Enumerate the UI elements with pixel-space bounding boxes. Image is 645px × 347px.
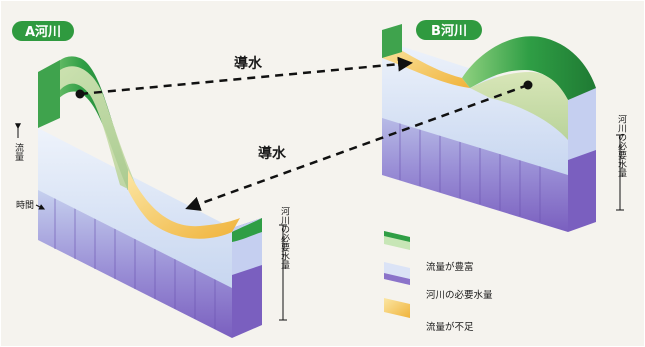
river-b-block (382, 24, 596, 232)
river-a-shortage-curve (128, 170, 240, 239)
river-b-abundant-top (470, 72, 568, 140)
river-b-abundant-curve (462, 36, 596, 100)
axis-time-label: 時間 (16, 200, 34, 211)
river-b-left-green (382, 24, 402, 58)
arrow-b-to-a (185, 83, 529, 211)
axis-flow: 流量 (13, 123, 24, 161)
transfer-arrows (75, 56, 533, 211)
required-a-label: 河川の必要水量 (279, 205, 290, 269)
river-a-grid (54, 197, 216, 329)
axis-time: 時間 (16, 200, 46, 211)
required-b-label: 河川の必要水量 (616, 113, 627, 177)
river-a-block (38, 56, 262, 338)
river-a-end-green (232, 218, 262, 242)
legend-label-required: 河川の必要水量 (426, 289, 493, 301)
river-a-abundant-top (60, 66, 140, 195)
transfer-label-top: 導水 (234, 55, 263, 72)
legend-item-abundant: 流量が豊富 (384, 231, 474, 273)
legend-item-shortage: 流量が不足 (384, 298, 474, 333)
river-b-front-wall-upper (568, 88, 596, 160)
legend-label-abundant: 流量が豊富 (426, 261, 474, 273)
river-b-shortage-curve (382, 40, 470, 88)
required-bracket-a: 河川の必要水量 (279, 205, 290, 321)
river-a-required-volume (38, 128, 232, 288)
river-a-label-text: A河川 (25, 24, 61, 40)
river-a-abundant-curve (38, 56, 128, 190)
axis-time-arrow (35, 204, 46, 210)
legend-item-required: 河川の必要水量 (384, 262, 493, 301)
river-a-label: A河川 (12, 21, 74, 41)
axis-flow-label: 流量 (13, 142, 24, 161)
transfer-label-bottom: 導水 (258, 145, 287, 162)
legend-label-shortage: 流量が不足 (426, 321, 474, 333)
river-a-left-wall (38, 60, 60, 128)
legend: 流量が豊富 河川の必要水量 流量が不足 (384, 231, 493, 333)
river-b-label-text: B河川 (431, 23, 467, 39)
required-bracket-b: 河川の必要水量 (616, 113, 627, 211)
river-b-label: B河川 (416, 20, 482, 40)
